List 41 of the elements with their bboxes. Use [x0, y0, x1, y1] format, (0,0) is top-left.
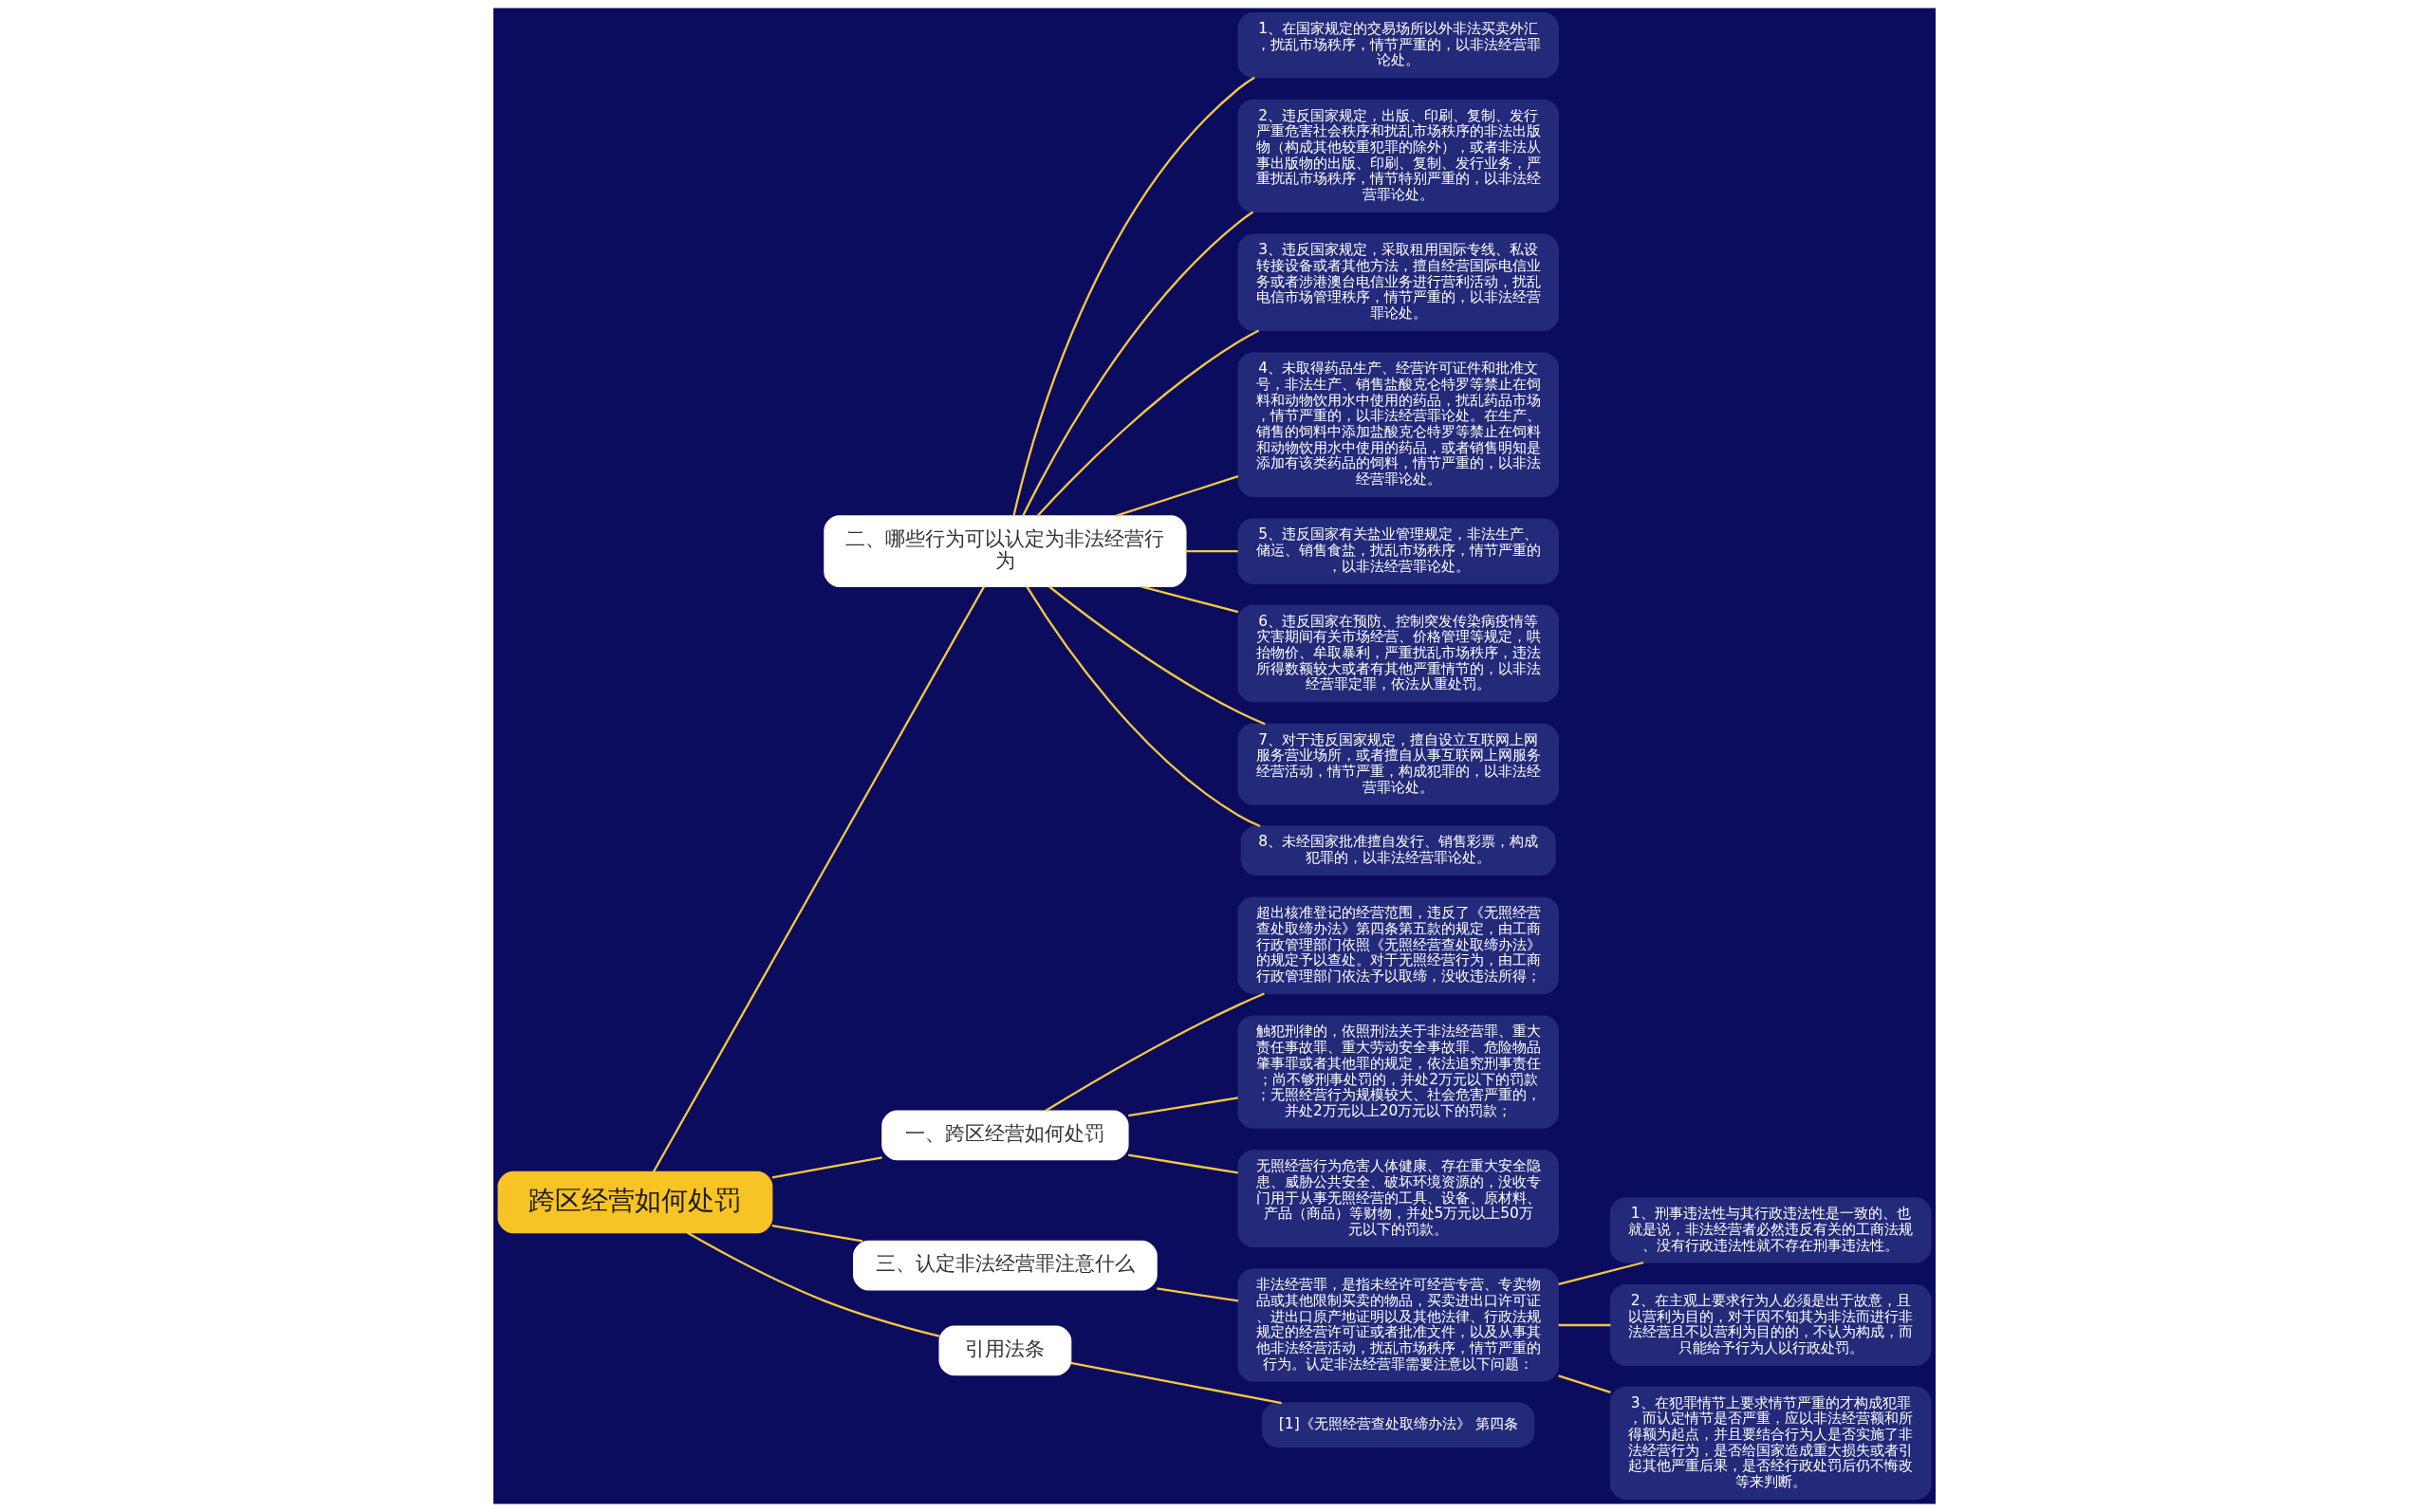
- connector: [686, 1231, 940, 1337]
- connector: [1186, 550, 1238, 553]
- connector: [1048, 585, 1266, 726]
- connector: [771, 1224, 863, 1243]
- connector: [1022, 211, 1254, 517]
- connector: [1558, 1374, 1611, 1394]
- connector: [1157, 1287, 1239, 1302]
- connector: [1128, 1153, 1238, 1174]
- connector: [1115, 474, 1239, 517]
- node-box: 2、违反国家规定，出版、印刷、复制、发行严重危害社会秩序和扰乱市场秩序的非法出版物（构成其他较重犯罪的除外），或者非法从事出版物的出版、印刷、复制、发行业务，严重扰乱市场秩序，情节特别严重的，以非法经营罪论处。: [1237, 99, 1559, 212]
- connector: [1012, 76, 1255, 517]
- node-box: 1、刑事违法性与其行政违法性是一致的、也就是说，非法经营者必然违反有关的工商法规、没有行政违法性就不存在刑事违法性。: [1609, 1197, 1932, 1263]
- connector: [1026, 585, 1261, 828]
- connector: [1045, 992, 1265, 1113]
- connector: [1036, 329, 1260, 517]
- node-box: 一、跨区经营如何处罚: [881, 1110, 1129, 1161]
- node-box: 非法经营罪，是指未经许可经营专营、专卖物品或其他限制买卖的物品，买卖进出口许可证、进出口原产地证明以及其他法律、行政法规规定的经营许可证或者批准文件，以及从事其他非法经营活动，扰乱市场秩序，情节严重的行为。认定非法经营罪需要注意以下问题：: [1237, 1268, 1559, 1382]
- connector: [1140, 585, 1239, 614]
- connector: [1558, 1261, 1644, 1286]
- node-box: 二、哪些行为可以认定为非法经营行为: [824, 515, 1187, 587]
- node-box: 无照经营行为危害人体健康、存在重大安全隐患、威胁公共安全、破坏环境资源的，没收专门用于从事无照经营的工具、设备、原材料、产品（商品）等财物，并处5万元以上50万元以下的罚款。: [1237, 1150, 1559, 1247]
- node-box: 5、违反国家有关盐业管理规定，非法生产、储运、销售食盐，扰乱市场秩序，情节严重的，以非法经营罪论处。: [1237, 518, 1559, 584]
- connector: [1070, 1361, 1282, 1405]
- node-box: [1]《无照经营查处取缔办法》 第四条: [1262, 1402, 1535, 1447]
- connector: [652, 586, 985, 1172]
- node-box: 跨区经营如何处罚: [497, 1171, 773, 1234]
- node-box: 2、在主观上要求行为人必须是出于故意，且以营利为目的，对于因不知其为非法而进行非法经营且不以营利为目的的，不认为构成，而只能给予行为人以行政处罚。: [1609, 1284, 1932, 1366]
- connector: [1558, 1323, 1611, 1327]
- connector: [771, 1156, 882, 1179]
- connector: [1128, 1097, 1238, 1117]
- node-box: 1、在国家规定的交易场所以外非法买卖外汇，扰乱市场秩序，情节严重的，以非法经营罪论处。: [1237, 11, 1559, 79]
- node-box: 3、在犯罪情节上要求情节严重的才构成犯罪，而认定情节是否严重，应以非法经营额和所得额为起点，并且要结合行为人是否实施了非法经营行为，是否给国家造成重大损失或者引起其他严重后果，是否经行政处罚后仍不悔改等来判断。: [1609, 1386, 1932, 1501]
- node-box: 触犯刑律的，依照刑法关于非法经营罪、重大责任事故罪、重大劳动安全事故罪、危险物品肇事罪或者其他罪的规定，依法追究刑事责任；尚不够刑事处罚的，并处2万元以下的罚款；无照经营行为规模较大、社会危害严重的，并处2万元以上20万元以下的罚款；: [1237, 1015, 1559, 1129]
- node-box: 三、认定非法经营罪注意什么: [853, 1240, 1158, 1291]
- node-box: 7、对于违反国家规定，擅自设立互联网上网服务营业场所，或者擅自从事互联网上网服务经营活动，情节严重，构成犯罪的，以非法经营罪论处。: [1237, 723, 1559, 805]
- node-box: 超出核准登记的经营范围，违反了《无照经营查处取缔办法》第四条第五款的规定，由工商行政管理部门依照《无照经营查处取缔办法》的规定予以查处。对于无照经营行为，由工商行政管理部门依法予以取缔，没收违法所得；: [1237, 896, 1559, 995]
- node-box: 8、未经国家批准擅自发行、销售彩票，构成犯罪的，以非法经营罪论处。: [1240, 825, 1556, 876]
- node-box: 6、违反国家在预防、控制突发传染病疫情等灾害期间有关市场经营、价格管理等规定，哄抬物价、牟取暴利，严重扰乱市场秩序，违法所得数额较大或者有其他严重情节的，以非法经营罪定罪，依法从重处罚。: [1237, 604, 1559, 703]
- node-box: 4、未取得药品生产、经营许可证件和批准文号，非法生产、销售盐酸克仑特罗等禁止在饲料和动物饮用水中使用的药品，扰乱药品市场，情节严重的，以非法经营罪论处。在生产、销售的饲料中添加盐酸克仑特罗等禁止在饲料和动物饮用水中使用的药品，或者销售明知是添加有该类药品的饲料，情节严重的，以非法经营罪论处。: [1237, 352, 1559, 498]
- node-box: 3、违反国家规定，采取租用国际专线、私设转接设备或者其他方法，擅自经营国际电信业务或者涉港澳台电信业务进行营利活动，扰乱电信市场管理秩序，情节严重的，以非法经营罪论处。: [1237, 233, 1559, 331]
- node-box: 引用法条: [938, 1325, 1072, 1376]
